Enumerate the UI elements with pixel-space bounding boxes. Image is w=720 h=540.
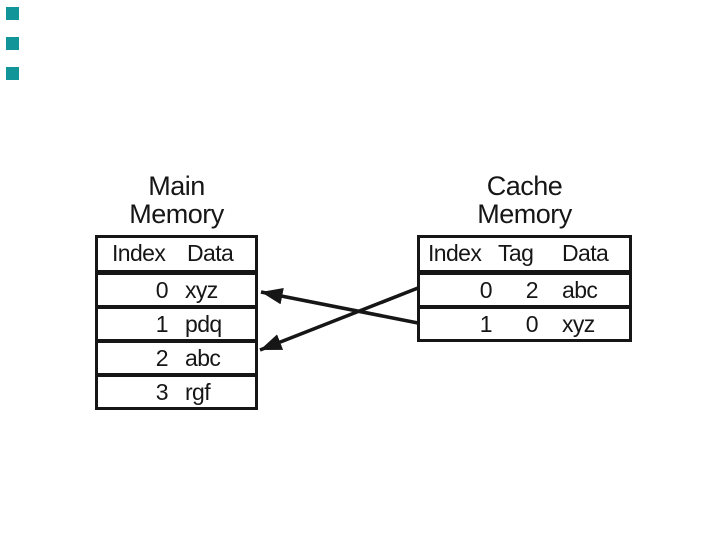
accent-square-icon [6, 37, 19, 50]
cache-memory-row0-index: 0 [479, 277, 493, 303]
table-row: 2 abc [98, 339, 255, 373]
main-memory-title-line2: Memory [129, 199, 224, 229]
cache-memory-row1-tag: 0 [525, 311, 539, 337]
cache-memory-row1-index: 1 [479, 311, 493, 337]
main-memory-row1-index: 1 [155, 311, 169, 337]
cache-memory-row0-data: abc [562, 277, 598, 303]
main-memory-row0-data: xyz [185, 277, 218, 303]
cache-memory-row1-data: xyz [562, 311, 595, 337]
table-row: 1 0 xyz [420, 305, 629, 339]
cache-memory-row0-tag: 2 [525, 277, 539, 303]
main-memory-row2-data: abc [185, 345, 221, 371]
cache-memory-col-header-data: Data [562, 240, 609, 266]
arrow-cache1-to-main0 [260, 288, 419, 325]
accent-square-icon [6, 67, 19, 80]
main-memory-title: Main Memory [95, 172, 258, 228]
main-memory-row3-data: rgf [185, 379, 211, 405]
cache-memory-title-line1: Cache [486, 171, 563, 201]
accent-square-icon [6, 7, 19, 20]
table-row: 3 rgf [98, 373, 255, 407]
cache-memory-col-header-index: Index [428, 240, 482, 266]
main-memory-row3-index: 3 [155, 379, 169, 405]
main-memory-title-line1: Main [148, 171, 205, 201]
cache-memory-title-line2: Memory [477, 199, 572, 229]
table-row: 0 2 abc [420, 270, 629, 305]
arrow-cache0-to-main2 [259, 286, 419, 352]
slide-accent-squares [0, 0, 30, 110]
table-row: 0 xyz [98, 270, 255, 305]
main-memory-row0-index: 0 [155, 277, 169, 303]
main-memory-row2-index: 2 [155, 345, 169, 371]
cache-memory-title: Cache Memory [417, 172, 632, 228]
cache-memory-col-header-tag: Tag [498, 240, 534, 266]
main-memory-header-row: Index Data [98, 238, 255, 270]
main-memory-table: Index Data 0 xyz 1 pdq 2 abc 3 rgf [95, 235, 258, 410]
table-row: 1 pdq [98, 305, 255, 339]
cache-memory-table: Index Tag Data 0 2 abc 1 0 xyz [417, 235, 632, 342]
main-memory-col-header-index: Index [112, 240, 166, 266]
cache-memory-header-row: Index Tag Data [420, 238, 629, 270]
main-memory-row1-data: pdq [185, 311, 222, 337]
main-memory-col-header-data: Data [187, 240, 234, 266]
